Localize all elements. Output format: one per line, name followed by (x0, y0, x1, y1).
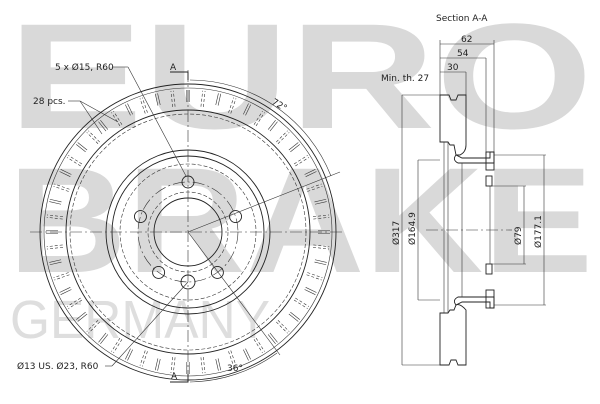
section-mark-bottom: A (171, 372, 178, 382)
disc-front-view: A A 72° 36° 5 x Ø15, R60 28 pcs. Ø13 US.… (17, 62, 345, 385)
watermark-euro: EURO (8, 0, 593, 160)
bolt-hole (152, 266, 166, 279)
bolt-holes-label: 5 x Ø15, R60 (55, 62, 114, 73)
dim-30: 30 (447, 63, 459, 73)
section-view: Section A-A 62 54 30 Min. th. 27 Ø317 (381, 14, 546, 366)
bolt-hole (210, 266, 224, 279)
bolt-hole (229, 210, 243, 223)
friction-ring-bottom (439, 304, 467, 366)
dim-79: Ø79 (513, 226, 524, 245)
vanes-count-label: 28 pcs. (33, 97, 66, 107)
section-title: Section A-A (436, 14, 488, 24)
bolt-hole (133, 210, 147, 223)
dim-164-9: Ø164.9 (407, 212, 418, 245)
cooling-vanes (46, 90, 330, 374)
extra-holes-label: Ø13 US. Ø23, R60 (17, 361, 99, 372)
dim-317: Ø317 (391, 221, 402, 245)
watermark-brake: BRAKE (8, 136, 593, 304)
section-mark-top: A (170, 63, 177, 73)
dim-62: 62 (461, 35, 472, 45)
friction-ring-top (439, 94, 467, 156)
watermark: EURO BRAKE GERMANY (8, 0, 593, 350)
dim-54: 54 (457, 49, 469, 59)
min-thickness-label: Min. th. 27 (381, 74, 429, 84)
angle-36-label: 36° (227, 364, 243, 374)
dim-177-1: Ø177.1 (533, 215, 544, 248)
